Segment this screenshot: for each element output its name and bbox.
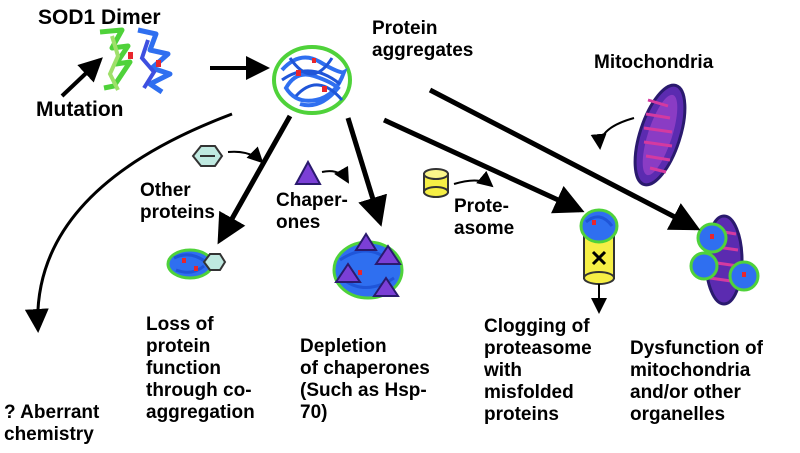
mitochondrion-icon bbox=[633, 83, 687, 187]
chaperone-depletion-arrow bbox=[345, 117, 387, 227]
aggregated-mitochondrion-icon bbox=[689, 214, 760, 306]
pathway-arrows bbox=[24, 56, 701, 333]
proteasome-clogging-outcome: Clogging of proteasome with misfolded pr… bbox=[484, 316, 592, 426]
sod1-dimer-icon bbox=[99, 27, 173, 95]
clogged-proteasome-icon bbox=[579, 208, 619, 285]
mitochondria-dysfunction-arrow bbox=[428, 87, 701, 231]
proteasome-label: Prote- asome bbox=[454, 196, 515, 240]
mitochondria-dysfunction-outcome: Dysfunction of mitochondria and/or other… bbox=[630, 338, 763, 426]
sod1-dimer-label: SOD1 Dimer bbox=[38, 6, 161, 29]
chaperone-depletion-outcome: Depletion of chaperones (Such as Hsp- 70… bbox=[300, 336, 430, 424]
loss-of-function-outcome: Loss of protein function through co- agg… bbox=[146, 314, 255, 424]
mitochondria-label: Mitochondria bbox=[594, 52, 714, 73]
aberrant-chemistry-outcome: ? Aberrant chemistry bbox=[4, 402, 100, 446]
other-proteins-label: Other proteins bbox=[140, 180, 215, 224]
protein-aggregates-label: Protein aggregates bbox=[372, 18, 474, 62]
proteasome-icon bbox=[423, 168, 449, 198]
protein-aggregate-icon bbox=[272, 45, 352, 115]
proteasome-curved-arrow bbox=[453, 170, 494, 188]
chaperones-label: Chaper- ones bbox=[276, 190, 348, 234]
chaperone-icon bbox=[294, 159, 322, 185]
aberrant-chemistry-arrow bbox=[24, 112, 233, 333]
mitochondrion-curved-arrow bbox=[590, 117, 635, 150]
mutation-arrow bbox=[60, 57, 103, 98]
loss-of-function-arrow bbox=[217, 114, 293, 245]
mutation-label: Mutation bbox=[36, 98, 124, 121]
chaperone-curved-arrow bbox=[321, 165, 349, 184]
proteasome-clogging-arrow bbox=[382, 117, 585, 214]
other-protein-icon bbox=[191, 145, 224, 167]
other-protein-curved-arrow bbox=[227, 146, 264, 164]
chaperone-depleted-aggregate-icon bbox=[332, 232, 404, 300]
co-aggregate-icon bbox=[166, 248, 227, 280]
